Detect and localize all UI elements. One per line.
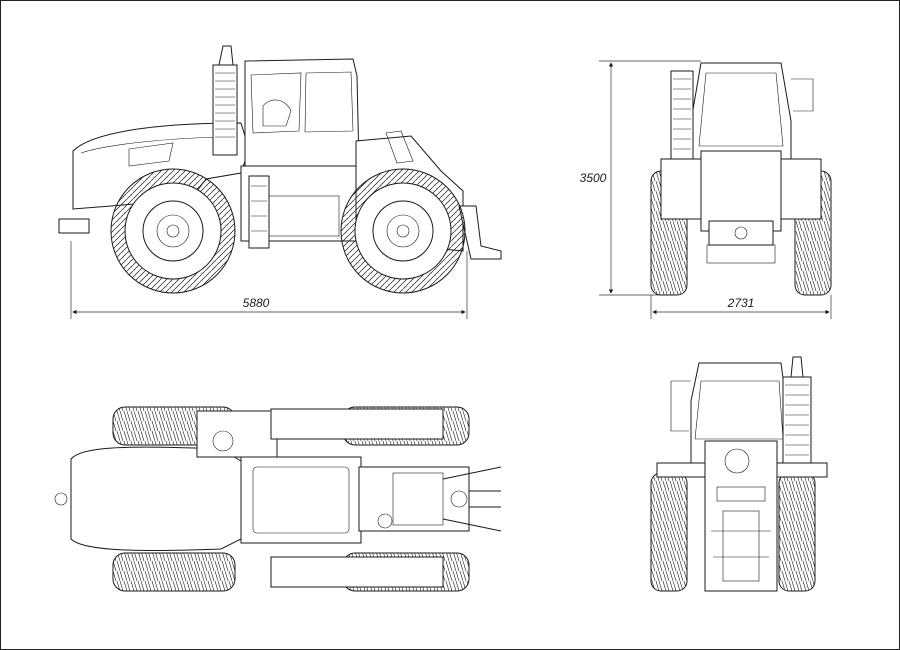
air-intake: [212, 64, 238, 156]
center-housing: [700, 150, 782, 232]
side-view: [58, 45, 502, 319]
exhaust-front: [790, 356, 804, 378]
operator-seat: [262, 99, 292, 127]
cab-rear-window: [698, 72, 784, 147]
cab-window-side: [304, 71, 354, 133]
front-hitch-top: [54, 492, 68, 506]
height-dimension-label: 3500: [580, 171, 607, 185]
air-intake-fins: [215, 72, 235, 138]
rear-hitch: [458, 205, 502, 260]
front-frame: [704, 440, 778, 592]
length-dimension-label: 5880: [243, 296, 270, 310]
front-axle-housing: [722, 510, 760, 582]
hydraulic-block: [392, 472, 444, 526]
length-dimension: [70, 241, 468, 319]
top-front-right-wheel: [112, 552, 236, 592]
hood-line: [80, 136, 222, 154]
air-filter-housing: [196, 410, 278, 458]
mirror-handle: [791, 78, 814, 112]
mirror-front: [670, 380, 691, 432]
front-hitch: [58, 218, 90, 234]
front-wheel: [110, 168, 236, 294]
front-right-wheel: [778, 472, 816, 592]
rear-hitch-plate: [708, 220, 774, 246]
cab-roof: [240, 456, 362, 544]
fan-hub: [724, 448, 750, 474]
step-ladder: [248, 175, 270, 249]
cab-window-front: [250, 72, 302, 134]
front-left-wheel: [650, 472, 688, 592]
top-hood: [70, 446, 242, 552]
rear-view-top: [599, 60, 832, 319]
top-view: [54, 406, 502, 592]
right-tank: [270, 556, 444, 588]
hood-vent: [128, 142, 174, 167]
exhaust-pipe: [218, 45, 234, 66]
rear-links: [442, 466, 502, 532]
rear-wheel: [340, 168, 466, 294]
left-tank: [270, 408, 444, 440]
hydraulic-valves: [385, 130, 414, 164]
cab: [244, 58, 360, 172]
width-dimension-label: 2731: [727, 296, 755, 310]
air-intake-rear: [670, 70, 694, 162]
drawbar: [706, 244, 776, 264]
fuel-tank: [268, 195, 340, 237]
front-view-bottom: [650, 356, 828, 592]
